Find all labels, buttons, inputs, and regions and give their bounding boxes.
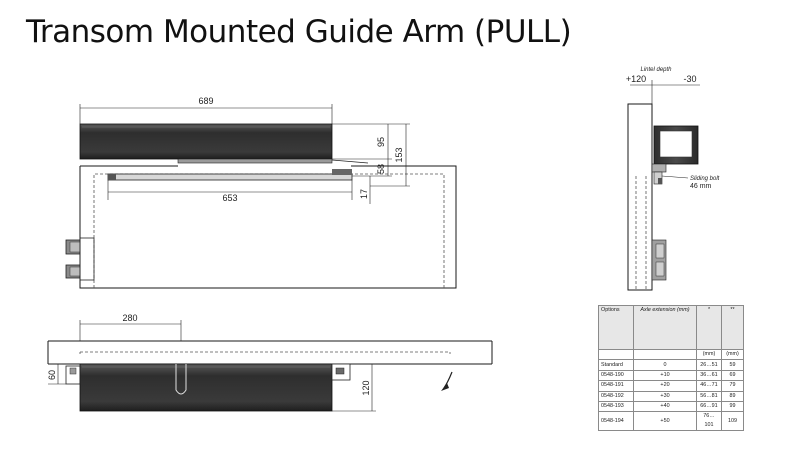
unit-double-star: (mm) bbox=[721, 348, 744, 361]
cell-value: 69 bbox=[721, 369, 744, 382]
mounting-plate bbox=[177, 158, 333, 164]
cell-axle: +20 bbox=[633, 380, 697, 392]
cell-option: 0548-192 bbox=[598, 390, 634, 402]
table-row: Standard 0 26…51 59 bbox=[598, 359, 744, 371]
table-row: 0548-192 +30 56…81 89 bbox=[598, 390, 744, 402]
th-double-star: ** bbox=[721, 305, 744, 350]
lintel-plus: +120 bbox=[626, 74, 646, 84]
closer-body bbox=[79, 123, 333, 160]
door-leaf-dashed bbox=[93, 173, 445, 288]
cell-axle: 0 bbox=[633, 359, 697, 371]
cell-option: Standard bbox=[598, 359, 634, 371]
cell-value: 89 bbox=[721, 390, 744, 402]
table-row: 0548-191 +20 46…71 79 bbox=[598, 380, 744, 392]
th-axle-extension: Axle extension (mm) bbox=[633, 305, 697, 350]
side-view: Lintel depth +120 -30 Sliding bolt 46 mm bbox=[626, 67, 720, 291]
dim-overall-length: 689 bbox=[198, 96, 213, 106]
closer-body-top bbox=[79, 363, 333, 412]
bolt-label: Sliding bolt bbox=[690, 176, 720, 182]
options-table: Options Axle extension (mm) * ** (mm) (m… bbox=[598, 305, 744, 432]
cell-option: 0548-191 bbox=[598, 380, 634, 392]
dim-95: 95 bbox=[376, 137, 386, 147]
cell-range: 46…71 bbox=[696, 380, 722, 392]
arm-slot bbox=[175, 364, 187, 395]
left-bracket bbox=[65, 365, 81, 385]
front-view: 689 653 95 153 58 17 bbox=[65, 96, 457, 289]
table-row: 0548-193 +40 66…91 99 bbox=[598, 400, 744, 413]
cell-value: 99 bbox=[721, 400, 744, 413]
dim-17: 17 bbox=[359, 189, 369, 199]
cell-range: 26…51 bbox=[696, 359, 722, 371]
bolt-size: 46 mm bbox=[690, 183, 712, 190]
th-star: * bbox=[696, 305, 722, 350]
table-row: 0548-190 +10 36…61 69 bbox=[598, 369, 744, 382]
dim-60: 60 bbox=[47, 370, 57, 380]
cell-range: 76…101 bbox=[696, 411, 722, 432]
cell-value: 109 bbox=[721, 411, 744, 432]
cell-range: 66…91 bbox=[696, 400, 722, 413]
lintel-label: Lintel depth bbox=[640, 67, 672, 73]
dim-280: 280 bbox=[122, 313, 137, 323]
wall-frame bbox=[627, 103, 653, 291]
dim-rail-length: 653 bbox=[222, 193, 237, 203]
guide-rail bbox=[107, 173, 353, 181]
dim-153: 153 bbox=[394, 147, 404, 162]
cell-option: 0548-193 bbox=[598, 400, 634, 413]
lintel-minus: -30 bbox=[683, 74, 696, 84]
cell-option: 0548-194 bbox=[598, 411, 634, 432]
slide-title: Transom Mounted Guide Arm (PULL) bbox=[26, 14, 572, 50]
cell-range: 36…61 bbox=[696, 369, 722, 382]
table-row: 0548-194 +50 76…101 109 bbox=[598, 411, 744, 432]
cell-axle: +10 bbox=[633, 369, 697, 382]
cell-value: 79 bbox=[721, 380, 744, 392]
cell-axle: +50 bbox=[633, 411, 697, 432]
cell-axle: +30 bbox=[633, 390, 697, 402]
cell-value: 59 bbox=[721, 359, 744, 371]
dim-120: 120 bbox=[361, 380, 371, 395]
top-view: 280 60 120 bbox=[47, 313, 493, 412]
cell-range: 56…81 bbox=[696, 390, 722, 402]
cell-option: 0548-190 bbox=[598, 369, 634, 382]
unit-star: (mm) bbox=[696, 348, 722, 361]
cell-axle: +40 bbox=[633, 400, 697, 413]
th-options: Options bbox=[598, 305, 634, 350]
dim-58: 58 bbox=[376, 164, 386, 174]
door-outline bbox=[79, 165, 457, 289]
